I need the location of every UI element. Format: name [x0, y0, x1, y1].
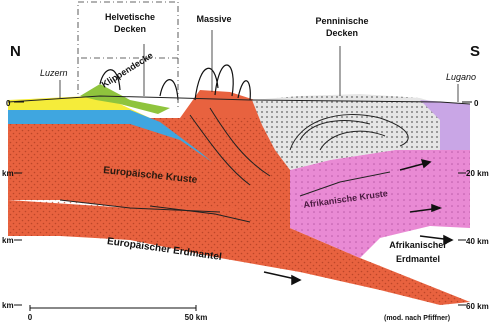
distance-label-0: 0 — [28, 313, 33, 322]
helvetic-label-line2: Decken — [114, 24, 146, 34]
african-mantle-label-line1: Afrikanischer — [389, 240, 447, 250]
luzern-label: Luzern — [40, 68, 68, 78]
left-axis-label-60: km — [2, 301, 14, 310]
penninic-label-line2: Decken — [326, 28, 358, 38]
penninic-label-line1: Penninische — [315, 16, 368, 26]
right-axis-label-20: 20 km — [466, 169, 489, 178]
african-mantle-label-line2: Erdmantel — [396, 254, 440, 264]
south-label: S — [470, 43, 480, 60]
distance-label-50: 50 km — [185, 313, 208, 322]
massive-label: Massive — [196, 14, 231, 24]
helvetic-label-line1: Helvetische — [105, 12, 155, 22]
source-note: (mod. nach Pfiffner) — [384, 315, 450, 322]
left-axis-label-40: km — [2, 236, 14, 245]
lugano-label: Lugano — [446, 72, 476, 82]
left-axis-label-20: km — [2, 169, 14, 178]
right-axis-label-0: 0 — [474, 99, 479, 108]
north-label: N — [10, 43, 21, 60]
left-axis-label-0: 0 — [6, 99, 11, 108]
right-axis-label-40: 40 km — [466, 237, 489, 246]
right-axis-label-60: 60 km — [466, 302, 489, 311]
